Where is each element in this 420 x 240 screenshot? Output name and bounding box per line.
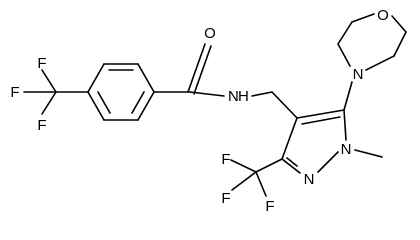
pyrazole-n1-label: N (341, 141, 352, 158)
fluorine-label: F (37, 117, 46, 134)
fluorine-label: F (221, 151, 230, 168)
fluorine-label: F (37, 55, 46, 72)
morpholine-nitrogen-label: N (353, 66, 364, 83)
amide-group: O N H (153, 25, 298, 119)
carbonyl-oxygen-label: O (204, 25, 216, 42)
fluorine-label: F (221, 190, 230, 207)
structure-canvas: F F F O N H N N (10, 7, 407, 215)
morpholine-oxygen-label: O (377, 7, 389, 24)
morpholine-ring: N O (337, 7, 407, 111)
benzene-ring (87, 63, 155, 121)
amide-hydrogen-label: H (238, 88, 249, 105)
pyrazole-cf3-group: F F F (221, 151, 283, 215)
molecule-drawing: F F F O N H N N (10, 7, 407, 215)
amide-nitrogen-label: N (228, 88, 239, 105)
aryl-cf3-group: F F F (10, 55, 89, 134)
fluorine-label: F (265, 198, 274, 215)
pyrazole-n2-label: N (304, 171, 315, 188)
pyrazole-ring: N N (281, 109, 383, 188)
fluorine-label: F (10, 84, 19, 101)
